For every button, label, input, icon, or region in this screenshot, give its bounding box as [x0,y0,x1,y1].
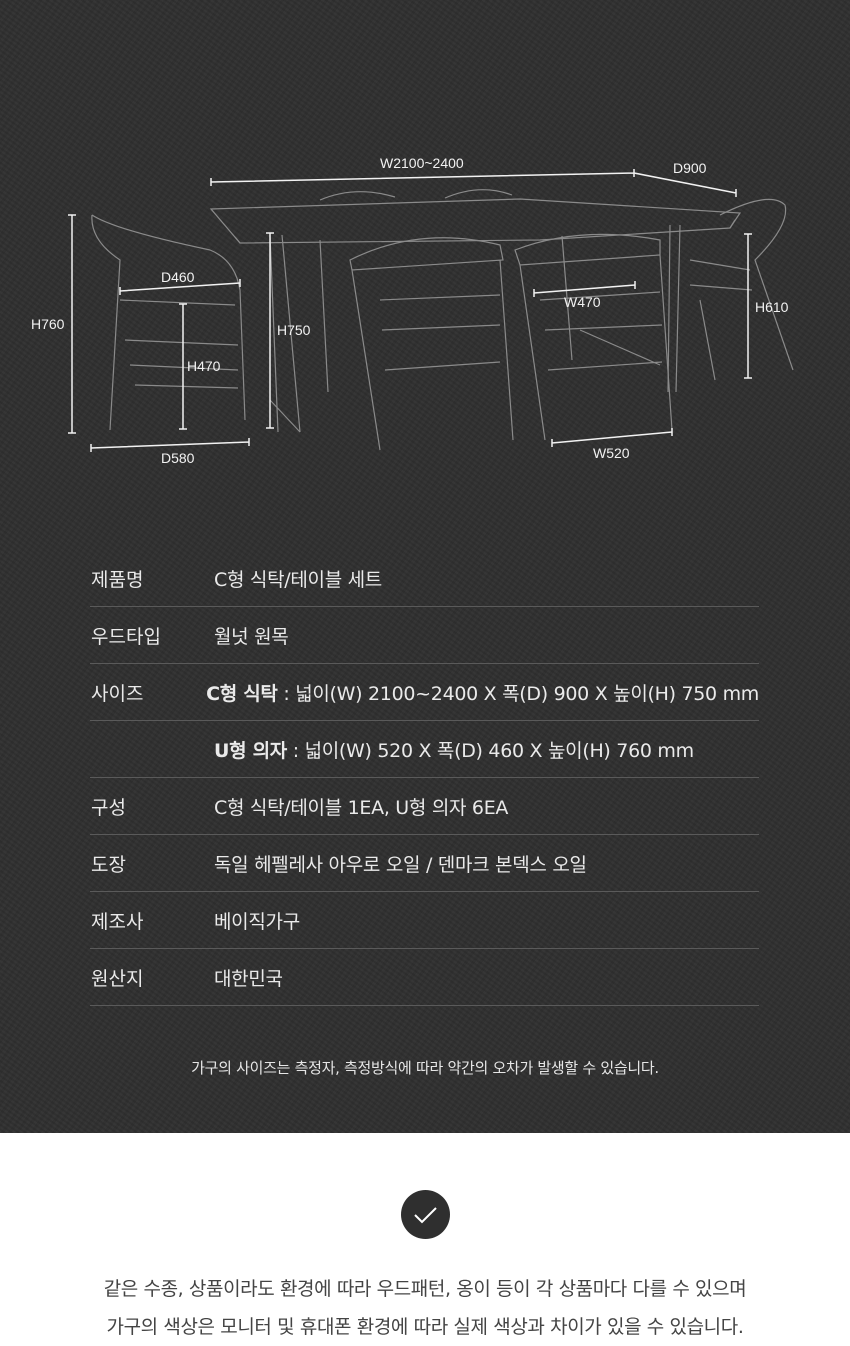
spec-value: 독일 헤펠레사 아우로 오일 / 덴마크 본덱스 오일 [214,853,587,876]
dim-chair-depth: D580 [161,450,195,466]
dim-table-height: H750 [277,322,311,338]
spec-value: 대한민국 [214,967,283,990]
disclaimer: 같은 수종, 상품이라도 환경에 따라 우드패턴, 옹이 등이 각 상품마다 다… [0,1270,850,1346]
dim-chair-seat-height: H470 [187,358,221,374]
spec-value: 베이직가구 [214,910,300,933]
spec-value: C형 식탁/테이블 세트 [214,568,382,591]
dim-chair-height: H760 [31,316,65,332]
furniture-line-drawing [68,169,794,452]
spec-value: U형 의자 : 넓이(W) 520 X 폭(D) 460 X 높이(H) 760… [214,736,759,763]
spec-value: 월넛 원목 [214,625,289,648]
spec-label: 원산지 [91,967,144,990]
spec-value-bold: C형 식탁 [206,682,278,705]
spec-label: 도장 [91,853,126,876]
spec-label: 우드타입 [91,625,161,648]
check-icon [401,1190,450,1239]
spec-row-composition: 구성 C형 식탁/테이블 1EA, U형 의자 6EA [90,778,759,835]
spec-section: W2100~2400 D900 H760 D460 H470 D580 H750… [0,0,850,1133]
dim-table-width: W2100~2400 [380,155,464,171]
spec-value-text: : 넓이(W) 2100~2400 X 폭(D) 900 X 높이(H) 750… [277,682,759,705]
spec-label: 제조사 [91,910,144,933]
spec-row-manufacturer: 제조사 베이직가구 [90,892,759,949]
spec-value: C형 식탁 : 넓이(W) 2100~2400 X 폭(D) 900 X 높이(… [206,679,759,706]
spec-table: 제품명 C형 식탁/테이블 세트 우드타입 월넛 원목 사이즈 C형 식탁 : 넓이(… [90,550,759,1006]
dim-chair-seat-width: W470 [564,294,601,310]
spec-label: 제품명 [91,568,144,591]
spec-row-origin: 원산지 대한민국 [90,949,759,1006]
dim-chair-width: W520 [593,445,630,461]
spec-label: 사이즈 [91,682,144,705]
dim-chair-seat-depth: D460 [161,269,195,285]
spec-row-product-name: 제품명 C형 식탁/테이블 세트 [90,550,759,607]
spec-row-wood-type: 우드타입 월넛 원목 [90,607,759,664]
dim-table-depth: D900 [673,160,707,176]
size-note: 가구의 사이즈는 측정자, 측정방식에 따라 약간의 오차가 발생할 수 있습니… [191,1059,659,1077]
spec-row-size-table: 사이즈 C형 식탁 : 넓이(W) 2100~2400 X 폭(D) 900 X … [90,664,759,721]
dim-chair-arm-height: H610 [755,299,789,315]
spec-value: C형 식탁/테이블 1EA, U형 의자 6EA [214,796,509,819]
spec-value-text: : 넓이(W) 520 X 폭(D) 460 X 높이(H) 760 mm [286,739,694,762]
spec-row-size-chair: U형 의자 : 넓이(W) 520 X 폭(D) 460 X 높이(H) 760… [90,721,759,778]
disclaimer-line: 가구의 색상은 모니터 및 휴대폰 환경에 따라 실제 색상과 차이가 있을 수… [106,1316,744,1338]
spec-row-finish: 도장 독일 헤펠레사 아우로 오일 / 덴마크 본덱스 오일 [90,835,759,892]
disclaimer-line: 같은 수종, 상품이라도 환경에 따라 우드패턴, 옹이 등이 각 상품마다 다… [103,1278,747,1300]
spec-value-bold: U형 의자 [214,739,287,762]
spec-label: 구성 [91,796,126,819]
